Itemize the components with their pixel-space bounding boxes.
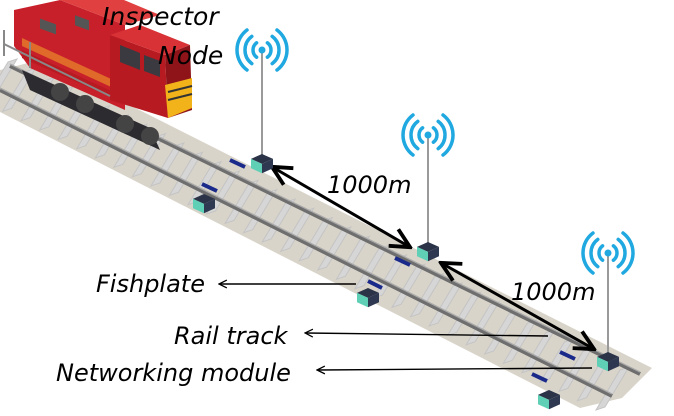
fishplate-mark [367,279,383,290]
sensor-node [235,28,289,174]
fishplate-mark [201,182,218,193]
inspector-label-line2: Node [158,41,223,70]
inspector-label-line1: Inspector [102,2,220,31]
networking-module-cube-icon [538,389,560,410]
networking-module-cube-icon [251,153,273,174]
sleeper [149,142,186,187]
sensor-node [401,113,455,262]
nodes [235,28,635,372]
networking-module-cube-icon [597,351,619,372]
fishplate-mark [229,158,246,169]
sleeper [168,151,204,197]
networking-module-cube-icon [417,241,439,262]
wifi-antenna-icon [581,231,635,358]
label-pointers [220,284,593,370]
fishplate-label: Fishplate [96,270,205,298]
rail-lower [0,88,613,398]
networking-module-cube-icon [193,193,215,214]
networking-module-pointer [318,368,593,370]
loose-modules [193,193,560,410]
rail-track-label: Rail track [174,322,289,350]
distance-arrows [274,168,592,348]
sensor-node [581,231,635,372]
rail-track-pointer [306,333,549,336]
distance-arrow-2 [443,264,592,348]
distance-label-1: 1000m [327,171,411,199]
distance-label-2: 1000m [511,278,595,306]
locomotive-icon [3,0,193,150]
networking-module-label: Networking module [56,359,291,387]
distance-arrow-1 [274,168,408,246]
fishplate-mark [531,372,548,383]
sleeper [0,58,19,89]
wifi-antenna-icon [235,28,289,160]
networking-module-cube-icon [357,287,379,308]
sleeper [223,179,260,225]
rail-lower-shine [0,87,613,395]
fishplate-mark [394,256,411,267]
fishplate-mark [559,350,576,361]
wifi-antenna-icon [401,113,455,248]
